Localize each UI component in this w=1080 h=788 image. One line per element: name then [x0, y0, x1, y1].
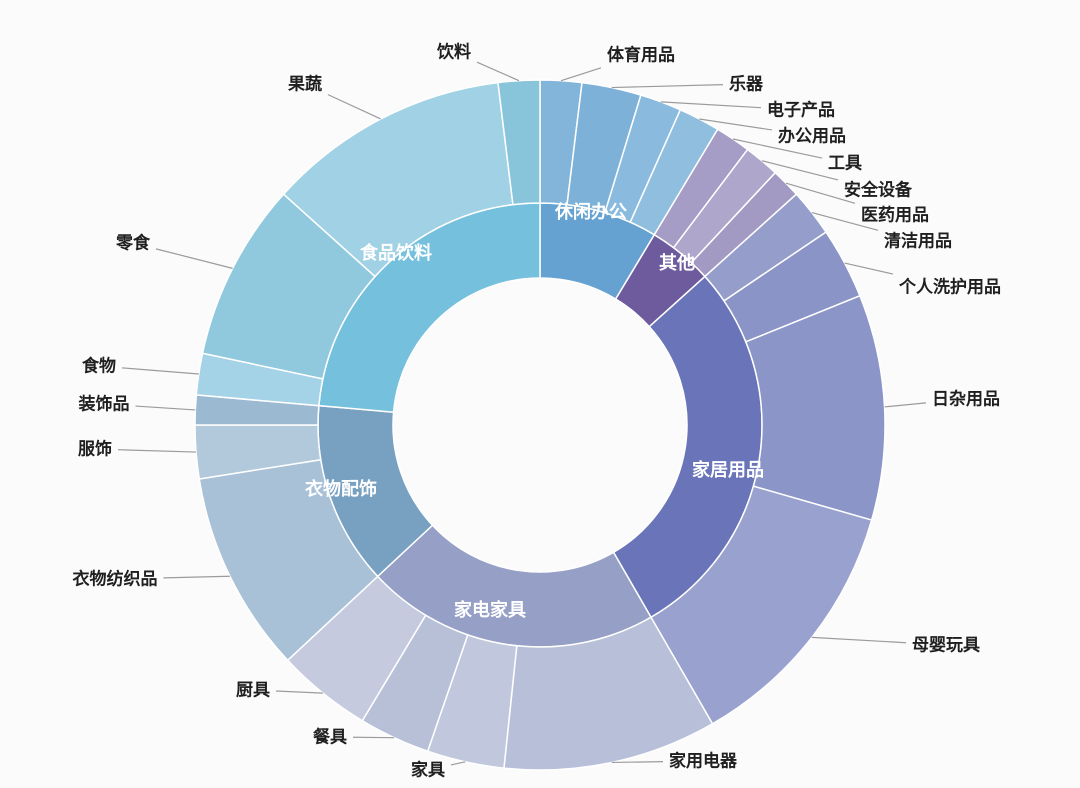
- outer-category-label: 个人洗护用品: [898, 277, 1001, 297]
- outer-category-label: 服饰: [78, 439, 112, 459]
- outer-category-label: 衣物纺织品: [73, 569, 158, 589]
- outer-category-label: 体育用品: [607, 45, 675, 65]
- outer-category-label: 母婴玩具: [912, 636, 980, 655]
- outer-category-label: 医药用品: [861, 205, 929, 225]
- leader-line: [699, 118, 773, 131]
- outer-category-label: 饮料: [436, 42, 471, 62]
- outer-category-label: 果蔬: [288, 75, 322, 94]
- outer-category-label: 工具: [828, 154, 862, 173]
- outer-category-label: 家具: [411, 760, 445, 780]
- leader-line: [155, 248, 233, 269]
- leader-line: [163, 575, 230, 579]
- leader-line: [611, 761, 664, 764]
- inner-category-label: 食品饮料: [359, 242, 432, 263]
- outer-category-label: 零食: [115, 233, 151, 253]
- leader-line: [560, 67, 602, 82]
- leader-line: [660, 101, 762, 109]
- leader-line: [135, 405, 196, 411]
- inner-category-label: 休闲办公: [554, 201, 627, 222]
- leader-line: [811, 212, 879, 231]
- outer-category-label: 装饰品: [78, 394, 130, 414]
- inner-category-label: 家电家具: [454, 599, 526, 620]
- outer-category-label: 乐器: [729, 75, 764, 94]
- leader-line: [785, 182, 856, 204]
- leader-line: [121, 367, 199, 375]
- leader-line: [732, 138, 823, 159]
- outer-category-label: 厨具: [236, 681, 270, 700]
- inner-category-label: 家居用品: [692, 459, 764, 480]
- leader-line: [476, 61, 520, 82]
- leader-line: [450, 761, 466, 766]
- outer-category-label: 办公用品: [778, 126, 846, 146]
- inner-category-label: 衣物配饰: [305, 478, 377, 499]
- inner-category-label: 其他: [659, 252, 695, 273]
- outer-ring-segment[interactable]: [497, 79, 541, 206]
- outer-category-label: 家用电器: [669, 751, 738, 771]
- leader-line: [275, 690, 323, 694]
- outer-category-label: 清洁用品: [884, 231, 952, 251]
- outer-category-label: 餐具: [313, 727, 347, 747]
- outer-category-label: 日杂用品: [932, 389, 1000, 409]
- outer-category-label: 食物: [82, 356, 116, 376]
- leader-line: [844, 262, 894, 275]
- outer-category-label: 电子产品: [767, 100, 835, 120]
- leader-line: [117, 449, 197, 453]
- leader-line: [327, 94, 381, 120]
- outer-category-label: 安全设备: [844, 180, 913, 200]
- leader-line: [611, 84, 724, 89]
- leader-line: [811, 636, 907, 644]
- leader-line: [761, 160, 839, 181]
- leader-line: [884, 402, 927, 408]
